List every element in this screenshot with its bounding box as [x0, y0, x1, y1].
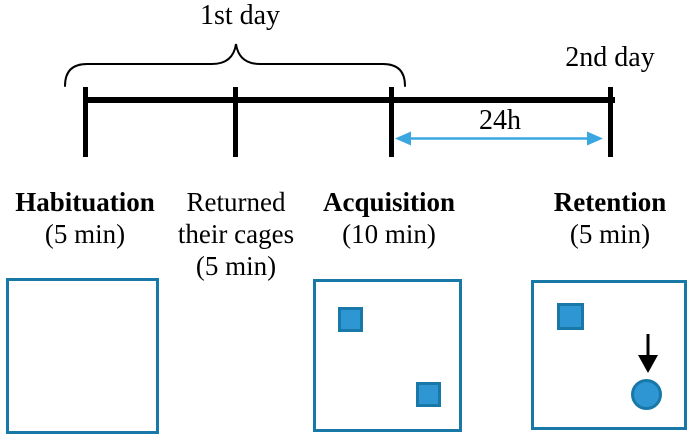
familiar-object-square-icon	[338, 307, 363, 332]
timeline-tick-retention	[608, 87, 613, 157]
timeline-tick-acquisition	[389, 87, 394, 157]
day2-label: 2nd day	[565, 42, 655, 73]
down-arrow-icon	[638, 334, 658, 373]
phase-retention-name: Retention	[553, 187, 667, 217]
interval-double-arrow-icon	[395, 131, 603, 146]
habituation-arena	[6, 278, 159, 434]
phase-returned-cages-name: Returned their cages	[177, 187, 295, 249]
phase-acquisition: Acquisition (10 min)	[304, 186, 474, 250]
phase-acquisition-name: Acquisition	[322, 187, 456, 217]
phase-habituation-duration: (5 min)	[44, 219, 126, 249]
interval-label: 24h	[479, 105, 521, 136]
timeline-bar	[83, 97, 615, 103]
phase-acquisition-duration: (10 min)	[342, 219, 436, 249]
day1-brace	[64, 43, 406, 87]
day1-label: 1st day	[199, 0, 281, 31]
acquisition-arena	[313, 279, 462, 432]
retention-arena	[531, 280, 687, 430]
familiar-object-square-icon	[557, 303, 584, 330]
phase-returned-cages-duration: (5 min)	[195, 251, 277, 281]
phase-retention: Retention (5 min)	[525, 186, 691, 250]
novel-object-circle-icon	[631, 379, 662, 410]
timeline-tick-returned	[233, 87, 238, 157]
phase-returned-cages: Returned their cages (5 min)	[171, 186, 301, 282]
phase-habituation-name: Habituation	[15, 187, 155, 217]
phase-habituation: Habituation (5 min)	[0, 186, 170, 250]
timeline-tick-habituation	[83, 87, 88, 157]
familiar-object-square-icon	[416, 382, 441, 407]
phase-retention-duration: (5 min)	[569, 219, 651, 249]
